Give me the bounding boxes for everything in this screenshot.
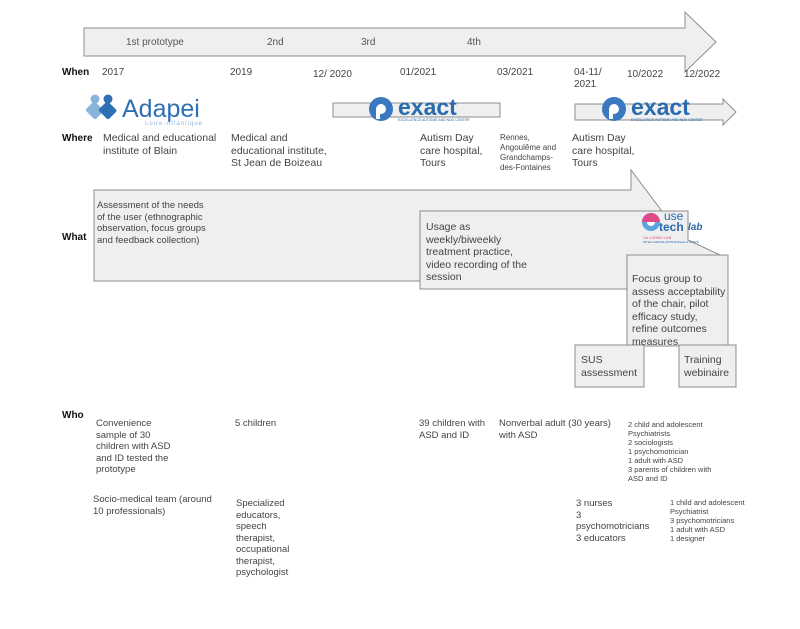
who-group-2022b-item: 3 psychomotricians [670,516,735,525]
who-convenience: Convenience sample of 30 children with A… [96,418,171,475]
date-03-2021: 03/2021 [497,67,534,78]
where-blain: Medical and educational institute of Bla… [103,132,217,157]
phase-label-2: 2nd [267,37,284,48]
who-socio-medical: Socio-medical team (around 10 profession… [93,494,212,517]
what-training: Training webinaire [684,354,729,379]
row-label-who: Who [62,410,84,421]
who-group-2022b-item: 1 adult with ASD [670,525,726,534]
where-st-jean: Medical and educational institute, St Je… [231,132,327,169]
exact-2022-logo-icon [602,97,626,121]
row-label-when: When [62,67,90,78]
exact-2022-logo-subtitle: EXCELLENCE AUTISME AND NDD CENTER [631,118,703,122]
who-specialized: Specialized educators, speech therapist,… [236,498,290,578]
adapei-figures-icon [85,94,117,120]
sus-box [574,344,645,388]
phase-label-4: 4th [467,37,481,48]
usetech-logo-suffix: lab [688,222,703,233]
who-group-2022a-item: 1 adult with ASD [628,456,684,465]
date-2019: 2019 [230,67,253,78]
exact-2021-logo-icon [369,97,393,121]
phase-arrow [83,10,717,74]
what-usage: Usage as weekly/biweekly treatment pract… [426,221,527,283]
phase-label-3: 3rd [361,37,376,48]
date-01-2021: 01/2021 [400,67,437,78]
who-thirtynine: 39 children with ASD and ID [419,418,486,441]
where-tours-2021: Autism Day care hospital, Tours [420,132,483,169]
where-rennes: Rennes, Angoulême and Grandchamps-des-Fo… [500,133,557,172]
who-team-2021-item: 3 nurses [576,498,613,509]
who-group-2022b-item: 1 designer [670,534,706,543]
usetech-logo-line2: tech [659,220,684,234]
exact-2021-logo-text: exact [398,94,457,120]
who-team-2021-item: 3 psychomotricians [576,509,650,533]
row-label-where: Where [62,133,93,144]
who-nonverbal: Nonverbal adult (30 years) with ASD [499,418,611,441]
date-10-2022: 10/2022 [627,69,664,80]
who-group-2022a: 2 child and adolescent Psychiatrists 2 s… [628,420,718,483]
who-group-2022a-item: 2 child and adolescent Psychiatrists [628,420,703,438]
what-assessment: Assessment of the needs of the user (eth… [97,200,206,246]
who-team-2021: 3 nurses 3 psychomotricians 3 educators [576,498,656,544]
date-04-11-2021: 04-11/ 2021 [574,67,602,90]
adapei-logo-text: Adapei [122,95,200,123]
date-2017: 2017 [102,67,125,78]
who-group-2022a-item: 2 sociologists [628,438,674,447]
who-team-2021-item: 3 educators [576,532,626,544]
date-12-2022: 12/2022 [684,69,721,80]
usetech-logo-sub1: 1st LIVING LAB [643,235,672,240]
what-focus: Focus group to assess acceptability of t… [632,273,726,348]
who-group-2022b: 1 child and adolescent Psychiatrist 3 ps… [670,498,750,543]
who-group-2022a-item: 1 psychomotrician [628,447,689,456]
date-12-2020: 12/ 2020 [313,69,352,80]
who-group-2022b-item: 1 child and adolescent Psychiatrist [670,498,745,516]
row-label-what: What [62,232,87,243]
who-five-children: 5 children [235,418,277,429]
adapei-logo-subtitle: Loire-Atlantique [145,121,204,127]
usetech-logo-sub2: INTELLIGENCE ARTIFICIELLE & SANTÉ [643,240,699,244]
where-tours-2022: Autism Day care hospital, Tours [572,132,635,169]
focus-box [626,254,729,347]
what-sus: SUS assessment [581,354,638,379]
who-group-2022a-item: 3 parents of children with ASD and ID [628,465,712,483]
usetech-logo-icon [642,213,660,231]
exact-2022-logo-text: exact [631,94,690,120]
training-box [678,344,737,388]
usetech-logo-line1: use [664,209,684,223]
phase-label-1: 1st prototype [126,37,184,48]
exact-2021-logo-subtitle: EXCELLENCE AUTISME AND NDD CENTER [398,118,470,122]
